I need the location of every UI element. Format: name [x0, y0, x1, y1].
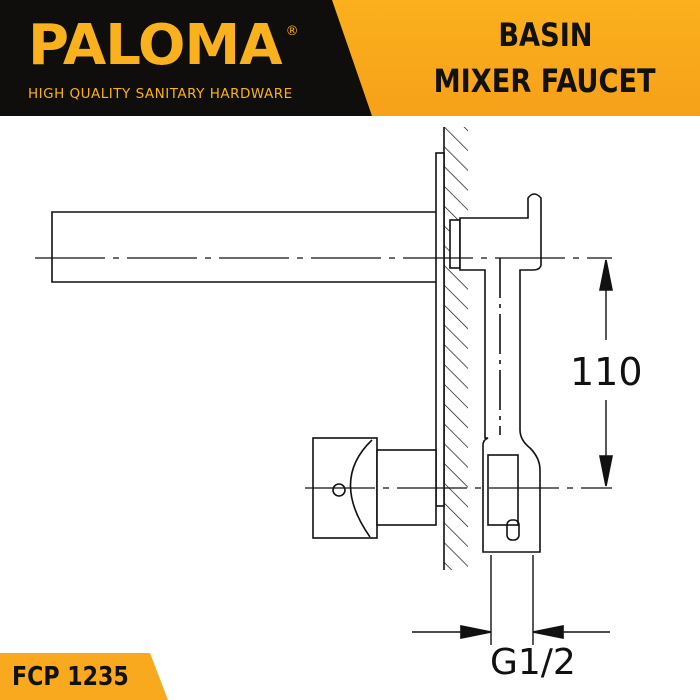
product-code-badge: FCP 1235 — [0, 653, 168, 700]
brand-tagline: HIGH QUALITY SANITARY HARDWARE — [28, 86, 293, 102]
spout-nut — [449, 219, 461, 269]
brand-logo-group: PALOMA ® — [28, 14, 299, 78]
lower-body-inner — [487, 454, 519, 526]
registered-mark: ® — [285, 24, 299, 39]
arrow-right — [460, 625, 492, 639]
dimension-height-label: 110 — [570, 350, 643, 394]
handle-indicator — [332, 483, 346, 497]
cover-plate — [435, 152, 445, 507]
handle-dome — [349, 439, 373, 538]
product-code: FCP 1235 — [12, 662, 129, 692]
product-title-line2: MIXER FAUCET — [433, 62, 657, 100]
product-title-line1: BASIN — [497, 16, 593, 54]
screw — [506, 519, 520, 541]
brand-logo: PALOMA — [28, 13, 283, 78]
brand-panel — [0, 0, 372, 116]
dimension-thread-label: G1/2 — [490, 642, 576, 683]
product-title-line2-box: MIXER FAUCET — [390, 62, 700, 100]
arrow-left — [532, 625, 564, 639]
spout — [51, 211, 436, 283]
arrow-up — [599, 259, 613, 291]
wall-hatch — [444, 127, 468, 570]
product-title-line1-box: BASIN — [390, 16, 700, 54]
arrow-down — [599, 455, 613, 487]
